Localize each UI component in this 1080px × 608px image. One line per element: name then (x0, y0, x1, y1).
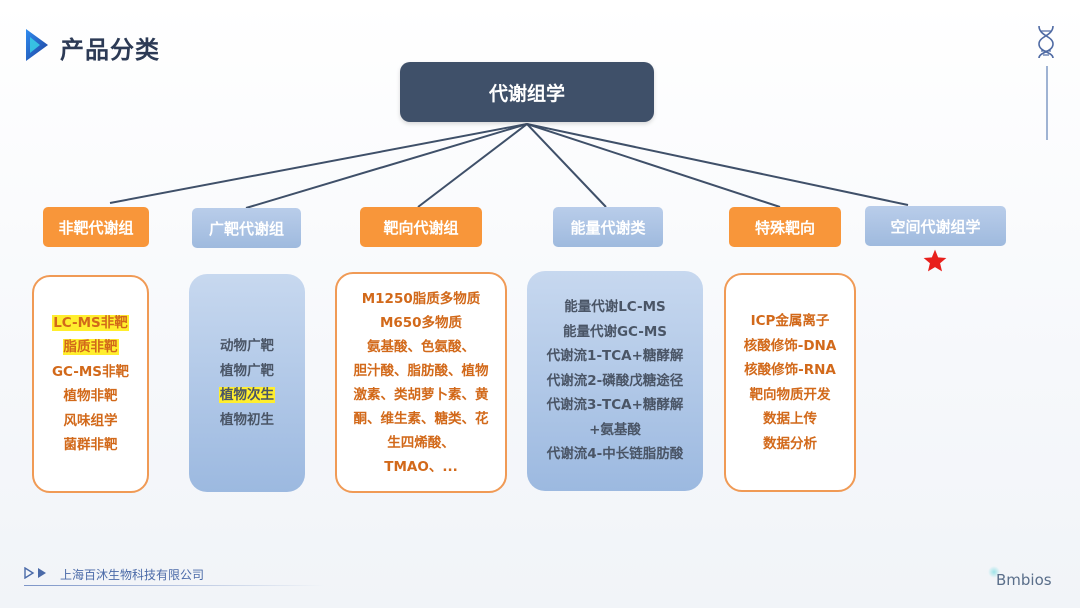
detail-item: 核酸修饰-DNA (744, 334, 837, 359)
decorative-vertical-line (1046, 66, 1048, 140)
detail-item-text: 靶向物质开发 (749, 386, 831, 403)
detail-item-text: 能量代谢LC-MS (564, 299, 666, 316)
category-node-energy: 能量代谢类 (553, 207, 663, 247)
detail-item: 代谢流2-磷酸戊糖途径 (547, 369, 684, 394)
detail-item-text: 数据上传 (763, 411, 817, 427)
detail-item: 酮、维生素、糖类、花 (354, 407, 489, 431)
detail-item-text: 激素、类胡萝卜素、黄 (353, 386, 489, 403)
detail-box-widely-targeted: 动物广靶植物广靶植物次生植物初生 (189, 274, 305, 492)
detail-item-text: 代谢流3-TCA+糖酵解 (546, 397, 684, 414)
detail-item: 数据分析 (763, 432, 817, 457)
detail-box-special-targeted: ICP金属离子核酸修饰-DNA 核酸修饰-RNA 靶向物质开发数据上传数据分析 (724, 273, 856, 492)
detail-item: M650多物质 (380, 311, 462, 335)
detail-item: 动物广靶 (220, 334, 274, 359)
detail-item-text: M1250脂质多物质 (361, 290, 481, 307)
detail-item-text: 酮、维生素、糖类、花 (353, 410, 489, 427)
detail-item-text: 生四烯酸、 (387, 434, 455, 451)
detail-item-text: TMAO、... (384, 458, 458, 475)
detail-item: +氨基酸 (589, 418, 641, 443)
detail-item-text: 植物次生 (219, 387, 275, 403)
detail-item-text: GC-MS非靶 (51, 363, 130, 380)
detail-item: 能量代谢LC-MS (564, 295, 666, 320)
double-arrow-icon (24, 567, 46, 579)
detail-item: 植物初生 (220, 408, 274, 433)
detail-item: 脂质非靶 (62, 335, 119, 360)
brand-glow-dot (988, 566, 1000, 578)
detail-item-text: 数据分析 (763, 435, 817, 452)
detail-item-text: 脂质非靶 (62, 339, 119, 355)
detail-item: 胆汁酸、脂肪酸、植物 (354, 359, 489, 383)
detail-item: 激素、类胡萝卜素、黄 (354, 383, 489, 407)
detail-item: GC-MS非靶 (52, 360, 129, 385)
detail-item: 植物非靶 (64, 384, 118, 409)
connector-1 (109, 123, 528, 204)
detail-item-text: ICP金属离子 (750, 313, 830, 329)
category-node-spatial: 空间代谢组学 (865, 206, 1006, 246)
detail-item-text: LC-MS非靶 (52, 314, 129, 331)
detail-item: LC-MS非靶 (52, 311, 129, 336)
category-node-widely-targeted: 广靶代谢组 (192, 208, 301, 248)
detail-item-text: 植物非靶 (63, 388, 118, 404)
detail-item-text: 动物广靶 (220, 338, 274, 354)
detail-item: 风味组学 (64, 409, 118, 434)
detail-item-text: 核酸修饰-DNA (743, 337, 837, 354)
detail-box-untargeted: LC-MS非靶脂质非靶 GC-MS非靶植物非靶风味组学菌群非靶 (32, 275, 149, 493)
connector-2 (245, 123, 528, 209)
detail-item: 核酸修饰-RNA (744, 358, 836, 383)
detail-item: 靶向物质开发 (750, 383, 831, 408)
detail-item-text: +氨基酸 (589, 421, 641, 438)
detail-item: 代谢流4-中长链脂肪酸 (547, 442, 684, 467)
detail-item: 代谢流1-TCA+糖酵解 (547, 344, 684, 369)
detail-box-energy: 能量代谢LC-MS 能量代谢GC-MS 代谢流1-TCA+糖酵解代谢流2-磷酸戊糖途… (527, 271, 703, 491)
detail-item-text: 氨基酸、色氨酸、 (367, 338, 475, 355)
detail-item-text: 代谢流1-TCA+糖酵解 (546, 348, 684, 365)
detail-item-text: 植物广靶 (220, 362, 274, 379)
category-node-untargeted: 非靶代谢组 (43, 207, 149, 247)
detail-item: 生四烯酸、 (387, 431, 455, 455)
footer-company-name: 上海百沐生物科技有限公司 (60, 568, 205, 582)
play-logo-icon (26, 29, 48, 61)
detail-item: ICP金属离子 (751, 309, 830, 334)
detail-item: 数据上传 (763, 407, 817, 432)
footer-divider (24, 585, 324, 586)
detail-item: TMAO、... (384, 455, 457, 479)
connector-6 (526, 123, 909, 206)
detail-box-targeted: M1250脂质多物质 M650多物质氨基酸、色氨酸、胆汁酸、脂肪酸、植物激素、类胡… (335, 272, 507, 493)
category-node-special-targeted: 特殊靶向 (729, 207, 841, 247)
detail-item-text: 代谢流2-磷酸戊糖途径 (546, 372, 684, 389)
detail-item-text: 核酸修饰-RNA (744, 362, 836, 378)
detail-item: 菌群非靶 (64, 433, 118, 458)
connector-4 (526, 123, 607, 208)
detail-item-text: 菌群非靶 (63, 437, 118, 453)
detail-item-text: 风味组学 (63, 412, 118, 429)
dna-icon (1038, 25, 1054, 59)
connector-3 (417, 123, 528, 208)
root-node: 代谢组学 (400, 62, 654, 122)
detail-item: M1250脂质多物质 (362, 287, 481, 311)
page-title: 产品分类 (60, 36, 160, 64)
detail-item-text: 能量代谢GC-MS (562, 323, 668, 340)
connector-5 (526, 123, 781, 208)
detail-item-text: M650多物质 (379, 314, 463, 331)
detail-item-text: 植物初生 (220, 411, 274, 428)
detail-item: 氨基酸、色氨酸、 (367, 335, 475, 359)
star-icon (923, 249, 947, 272)
detail-item: 植物广靶 (220, 359, 274, 384)
detail-item: 植物次生 (219, 383, 275, 408)
category-node-targeted: 靶向代谢组 (360, 207, 482, 247)
detail-item-text: 胆汁酸、脂肪酸、植物 (353, 362, 489, 379)
brand-logo-text: Bmbios (996, 571, 1052, 589)
detail-item: 代谢流3-TCA+糖酵解 (547, 393, 684, 418)
detail-item: 能量代谢GC-MS (563, 320, 667, 345)
detail-item-text: 代谢流4-中长链脂肪酸 (546, 446, 684, 463)
